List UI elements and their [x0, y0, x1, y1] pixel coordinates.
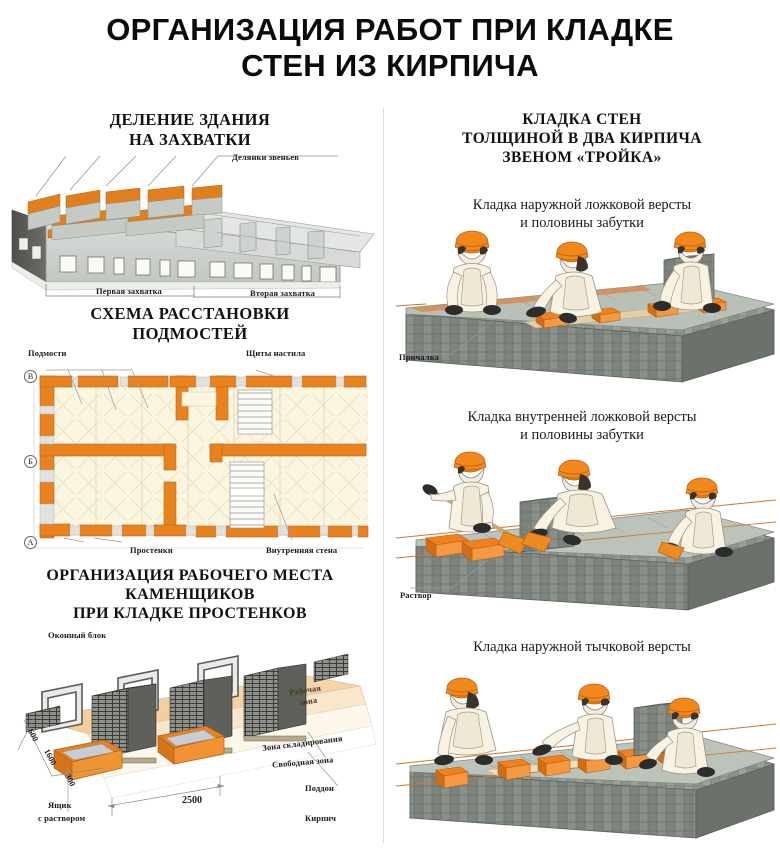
- axis-mark-b: Б: [24, 455, 37, 468]
- worker: [445, 230, 501, 315]
- page-title-line1: ОРГАНИЗАЦИЯ РАБОТ ПРИ КЛАДКЕ: [106, 12, 674, 47]
- worker: [434, 677, 497, 766]
- label-okonnyy-blok: Оконный блок: [48, 630, 107, 640]
- label-vnutrennyaya-stena: Внутренняя стена: [266, 545, 338, 555]
- label-prostenki: Простенки: [130, 545, 173, 555]
- page-title: ОРГАНИЗАЦИЯ РАБОТ ПРИ КЛАДКЕ СТЕН ИЗ КИР…: [0, 12, 780, 84]
- step-3-caption-line1: Кладка наружной тычковой версты: [473, 639, 691, 655]
- step-2-caption-line2: и половины забутки: [520, 427, 644, 443]
- label-prichalka: Причалка: [399, 352, 439, 362]
- section-title-zahvatki: ДЕЛЕНИЕ ЗДАНИЯ НА ЗАХВАТКИ: [10, 110, 370, 150]
- label-pervaya-zahvatka: Первая захватка: [96, 286, 162, 296]
- section-title-podmosti-line2: ПОДМОСТЕЙ: [132, 324, 248, 343]
- worker: [639, 697, 715, 777]
- section-title-podmosti: СХЕМА РАССТАНОВКИ ПОДМОСТЕЙ: [10, 304, 370, 344]
- section-title-rabmesto-line2: КАМЕНЩИКОВ: [125, 586, 255, 603]
- axis-mark-a: А: [24, 536, 37, 549]
- label-delyanki-zvenev: Делянки звеньев: [232, 152, 299, 162]
- worker: [521, 459, 617, 553]
- section-title-rabochee-mesto: ОРГАНИЗАЦИЯ РАБОЧЕГО МЕСТА КАМЕНЩИКОВ ПР…: [6, 566, 374, 623]
- worker: [532, 683, 623, 765]
- section-title-rabmesto-line3: ПРИ КЛАДКЕ ПРОСТЕНКОВ: [73, 605, 307, 622]
- worker: [429, 451, 494, 533]
- step-1-caption-line2: и половины забутки: [520, 215, 644, 231]
- label-kirpich: Кирпич: [305, 813, 336, 823]
- dimension-2500: 2500: [182, 795, 202, 806]
- kladka-title-line3: ЗВЕНОМ «ТРОЙКА»: [502, 149, 662, 166]
- worker: [526, 241, 603, 324]
- step-2-caption-line1: Кладка внутренней ложковой версты: [467, 409, 697, 425]
- label-yashchik-line2: с раствором: [38, 813, 86, 823]
- figure-step-1-masonry: [395, 226, 776, 401]
- section-title-zahvatki-line1: ДЕЛЕНИЕ ЗДАНИЯ: [109, 110, 271, 129]
- section-title-rabmesto-line1: ОРГАНИЗАЦИЯ РАБОЧЕГО МЕСТА: [46, 567, 334, 584]
- step-3-caption: Кладка наружной тычковой версты: [392, 638, 772, 656]
- figure-step-2-masonry: [395, 440, 777, 625]
- label-vtoraya-zahvatka: Вторая захватка: [250, 288, 315, 298]
- kladka-title-line1: КЛАДКА СТЕН: [522, 111, 642, 128]
- label-podmosti: Подмости: [28, 348, 67, 358]
- label-rastvor: Раствор: [400, 590, 432, 600]
- section-title-kladka-sten: КЛАДКА СТЕН ТОЛЩИНОЙ В ДВА КИРПИЧА ЗВЕНО…: [392, 110, 772, 167]
- section-title-zahvatki-line2: НА ЗАХВАТКИ: [128, 130, 252, 149]
- page-title-line2: СТЕН ИЗ КИРПИЧА: [241, 48, 539, 83]
- section-title-podmosti-line1: СХЕМА РАССТАНОВКИ: [90, 304, 290, 323]
- label-poddon: Поддон: [305, 783, 334, 793]
- axis-mark-v: В: [24, 370, 37, 383]
- label-yashchik-line1: Ящик: [48, 800, 72, 810]
- step-1-caption: Кладка наружной ложковой версты и полови…: [392, 196, 772, 232]
- figure-building-isometric: [8, 150, 375, 303]
- figure-step-3-masonry: [395, 660, 777, 855]
- kladka-title-line2: ТОЛЩИНОЙ В ДВА КИРПИЧА: [462, 130, 702, 147]
- worker: [653, 231, 721, 313]
- step-2-caption: Кладка внутренней ложковой версты и поло…: [392, 408, 772, 444]
- worker: [657, 477, 733, 561]
- figure-scaffolding-plan: [24, 366, 370, 561]
- step-1-caption-line1: Кладка наружной ложковой версты: [472, 197, 692, 213]
- label-shchity-nastila: Щиты настила: [246, 348, 306, 358]
- column-divider: [383, 108, 384, 843]
- figure-workplace-layout: [8, 640, 378, 845]
